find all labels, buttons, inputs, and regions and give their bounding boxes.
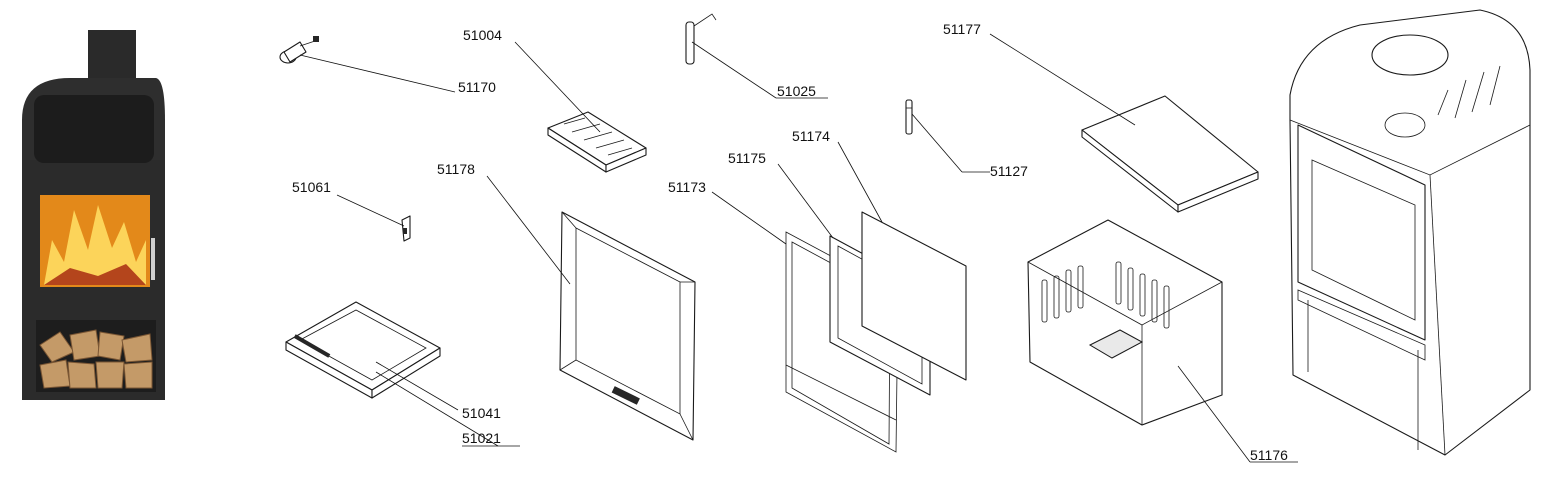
label-51021: 51021 xyxy=(462,430,501,446)
label-51177: 51177 xyxy=(943,21,981,37)
logs xyxy=(39,329,153,389)
part-51061: 51061 xyxy=(292,179,411,242)
embers xyxy=(44,264,146,285)
arch-opening xyxy=(34,95,154,163)
part-51174: 51174 xyxy=(792,128,967,381)
part-51127: 51127 xyxy=(905,99,1028,179)
part-ash-pan: 51041 51021 xyxy=(285,301,520,447)
label-51178: 51178 xyxy=(437,161,475,177)
label-51061: 51061 xyxy=(292,179,331,195)
part-51177: 51177 xyxy=(943,21,1259,213)
label-51176: 51176 xyxy=(1250,447,1288,463)
label-51025: 51025 xyxy=(777,83,816,99)
label-51127: 51127 xyxy=(990,163,1028,179)
part-51170: 51170 xyxy=(279,36,496,95)
part-51004: 51004 xyxy=(463,27,647,173)
stove-photo xyxy=(22,30,165,400)
label-51170: 51170 xyxy=(458,79,496,95)
door-handle-photo xyxy=(151,238,155,280)
flames xyxy=(44,205,146,285)
part-51025: 51025 xyxy=(685,13,828,99)
label-51041: 51041 xyxy=(462,405,501,421)
label-51004: 51004 xyxy=(463,27,502,43)
label-51175: 51175 xyxy=(728,150,766,166)
part-51176: 51176 xyxy=(1027,219,1298,463)
label-51173: 51173 xyxy=(668,179,706,195)
stove-line-drawing xyxy=(1289,9,1531,456)
label-51174: 51174 xyxy=(792,128,830,144)
part-51178: 51178 xyxy=(437,161,696,441)
